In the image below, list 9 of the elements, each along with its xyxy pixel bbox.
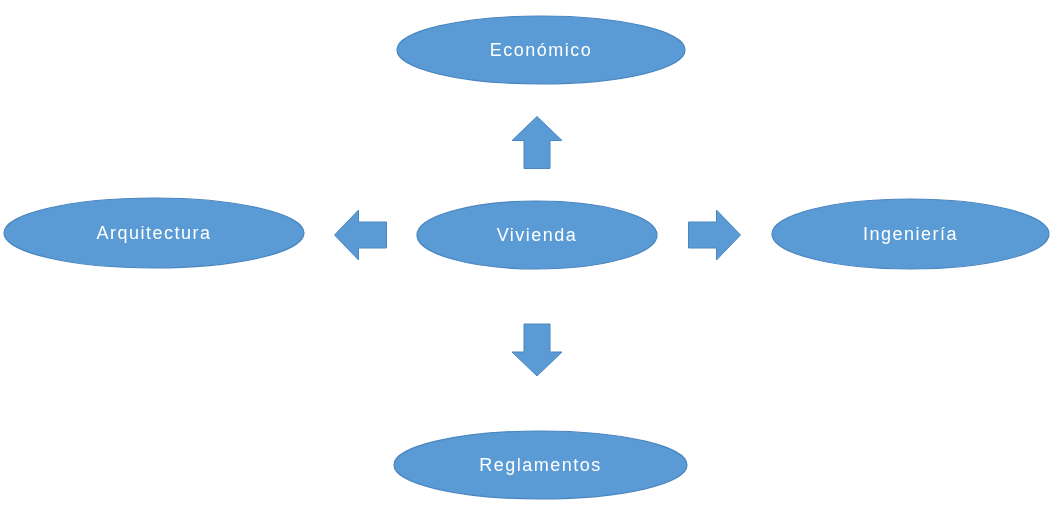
block-arrow [511,116,563,169]
node-label: Ingeniería [862,223,959,245]
block-arrow [334,209,387,261]
block-arrow [688,209,741,261]
block-arrow [511,323,563,377]
node-label: Arquitectura [96,222,212,244]
node-label: Económico [489,39,593,61]
node-label: Vivienda [496,224,578,246]
node-label: Reglamentos [479,454,602,476]
